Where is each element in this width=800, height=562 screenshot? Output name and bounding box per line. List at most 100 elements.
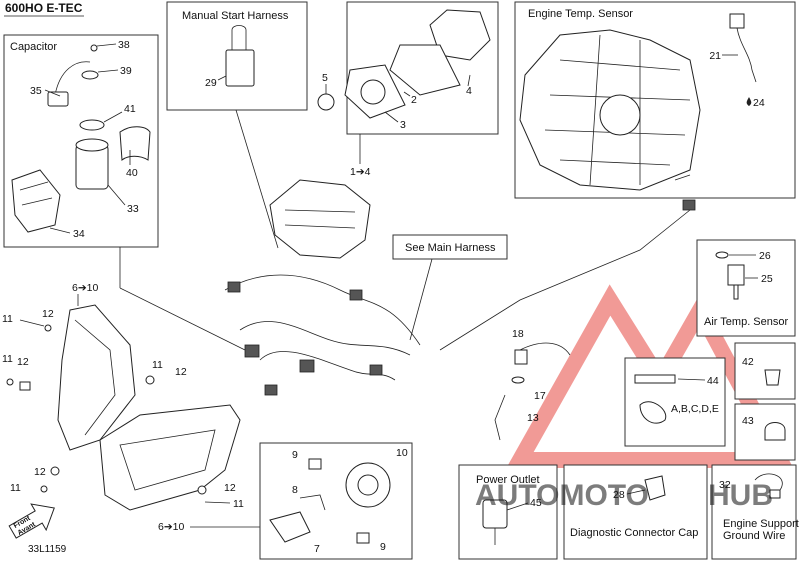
leader-44 xyxy=(677,378,706,381)
engine-shaft xyxy=(674,174,691,181)
callout-10: 10 xyxy=(396,447,408,459)
seal-26 xyxy=(715,251,729,259)
harness-29 xyxy=(225,49,255,87)
clip-39 xyxy=(81,70,99,80)
engine-temp-group: Engine Temp. Sensor 21 24 xyxy=(514,1,796,199)
connector-f xyxy=(264,384,278,396)
air-temp-group: 26 25 Air Temp. Sensor xyxy=(696,239,796,337)
bezel-4 xyxy=(429,9,491,61)
leader-11e xyxy=(204,501,231,504)
air-temp-title: Air Temp. Sensor xyxy=(704,316,789,328)
callout-24: 24 xyxy=(753,97,765,109)
gauge-group: 5 2 3 4 xyxy=(317,1,499,135)
tube-44 xyxy=(634,374,676,384)
wire-13 xyxy=(494,394,506,441)
power-outlet-title: Power Outlet xyxy=(476,474,540,486)
callout-3: 3 xyxy=(400,119,406,131)
engine-support-title: Engine Support xyxy=(723,518,799,530)
capacitor-title: Capacitor xyxy=(10,41,57,53)
bulb-box xyxy=(259,442,413,560)
callout-12e: 12 xyxy=(224,482,236,494)
callout-17: 17 xyxy=(534,390,546,402)
watermark-part1: AUTOMOTO xyxy=(475,479,649,512)
callout-4: 4 xyxy=(466,85,472,97)
connector-d xyxy=(369,364,383,376)
oil-drop-icon xyxy=(746,97,752,106)
part-5 xyxy=(317,93,335,111)
diagram-code: 33L1159 xyxy=(28,544,67,555)
connector-b xyxy=(244,344,260,358)
callout-34: 34 xyxy=(73,228,85,240)
leader-capacitor-2 xyxy=(119,287,246,351)
sensor-plug xyxy=(682,199,696,211)
callout-8: 8 xyxy=(292,484,298,496)
harness-wire-2 xyxy=(239,321,411,356)
main-harness-group: See Main Harness xyxy=(119,109,696,396)
screw-11a xyxy=(44,324,52,332)
harness-loop xyxy=(231,25,247,31)
callout-12a: 12 xyxy=(42,308,54,320)
callout-44: 44 xyxy=(707,375,719,387)
callout-41: 41 xyxy=(124,103,136,115)
capacitor-33 xyxy=(75,144,109,190)
connector-e xyxy=(299,359,315,373)
sensor-wire xyxy=(736,27,757,83)
screw-11d xyxy=(40,485,48,493)
front-arrow: Front Avant xyxy=(8,503,55,539)
engine-pulley xyxy=(599,94,641,136)
callout-11c: 11 xyxy=(152,359,163,371)
leader-45 xyxy=(506,502,529,511)
leader-11a xyxy=(19,319,45,327)
diag-cap-group: 28 Diagnostic Connector Cap xyxy=(563,464,708,560)
connector-18 xyxy=(514,349,528,365)
callout-33: 33 xyxy=(127,203,139,215)
reflector-center xyxy=(357,474,379,496)
bulb-9b xyxy=(356,532,370,544)
lens-detail xyxy=(119,429,216,491)
callout-40: 40 xyxy=(126,167,138,179)
clip-12d xyxy=(50,466,60,476)
leader-3 xyxy=(384,111,399,123)
cap-41 xyxy=(79,119,105,131)
kit-44-box xyxy=(624,357,726,447)
clip-12b xyxy=(19,381,31,391)
leader-main-harness xyxy=(409,258,433,341)
sleeve-40 xyxy=(119,126,151,162)
callout-6-10-top: 6➔10 xyxy=(72,282,98,294)
cap-28 xyxy=(644,475,666,501)
ground-wire-box xyxy=(711,464,797,560)
callout-11d: 11 xyxy=(10,482,21,494)
callout-39: 39 xyxy=(120,65,132,77)
spring-8 xyxy=(299,494,326,511)
leader-2 xyxy=(403,91,411,97)
callout-9b: 9 xyxy=(380,541,386,553)
callout-18: 18 xyxy=(512,328,524,340)
callout-11a: 11 xyxy=(2,313,13,325)
callout-45: 45 xyxy=(530,497,542,509)
diag-cap-title: Diagnostic Connector Cap xyxy=(570,527,698,539)
callout-11e: 11 xyxy=(233,498,244,510)
callout-26: 26 xyxy=(759,250,771,262)
leader-manual-start xyxy=(235,109,279,249)
callout-29: 29 xyxy=(205,77,217,89)
bracket-detail xyxy=(19,181,53,206)
sensor-25-tip xyxy=(733,284,739,300)
ground-lug xyxy=(769,489,781,499)
power-outlet-group: Power Outlet 45 xyxy=(458,464,558,560)
harness-wires xyxy=(231,30,247,50)
leader-29 xyxy=(217,75,227,81)
screw-11b xyxy=(6,378,14,386)
callout-1-4: 1➔4 xyxy=(350,166,371,178)
bulb-9a xyxy=(308,458,322,470)
manual-start-group: Manual Start Harness 29 xyxy=(166,1,308,111)
leader-39 xyxy=(97,69,119,73)
grommet-17 xyxy=(511,376,525,384)
callout-13: 13 xyxy=(527,412,539,424)
callout-6-10-bottom: 6➔10 xyxy=(158,521,184,533)
clip-12e xyxy=(197,485,207,495)
callout-35: 35 xyxy=(30,85,42,97)
leader-28 xyxy=(626,489,646,495)
sensor-long-wire xyxy=(439,209,691,351)
callout-12b: 12 xyxy=(17,356,29,368)
